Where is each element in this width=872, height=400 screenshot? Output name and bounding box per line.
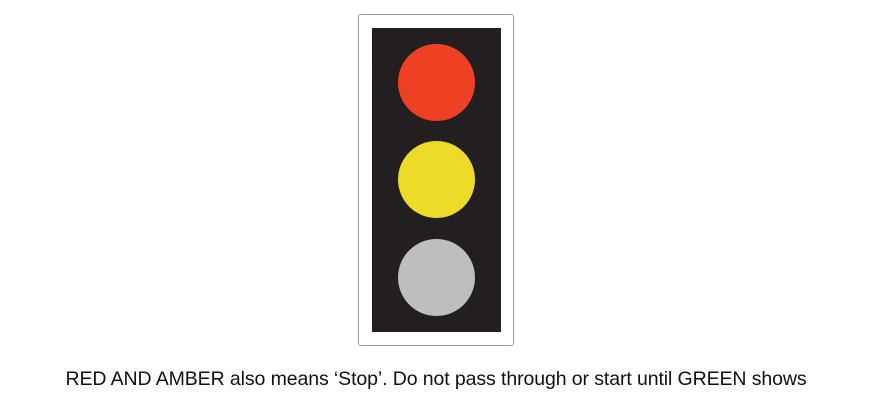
green-lamp xyxy=(398,239,475,316)
red-lamp xyxy=(398,44,475,121)
caption-text: RED AND AMBER also means ‘Stop’. Do not … xyxy=(65,368,807,390)
amber-lamp xyxy=(398,141,475,218)
